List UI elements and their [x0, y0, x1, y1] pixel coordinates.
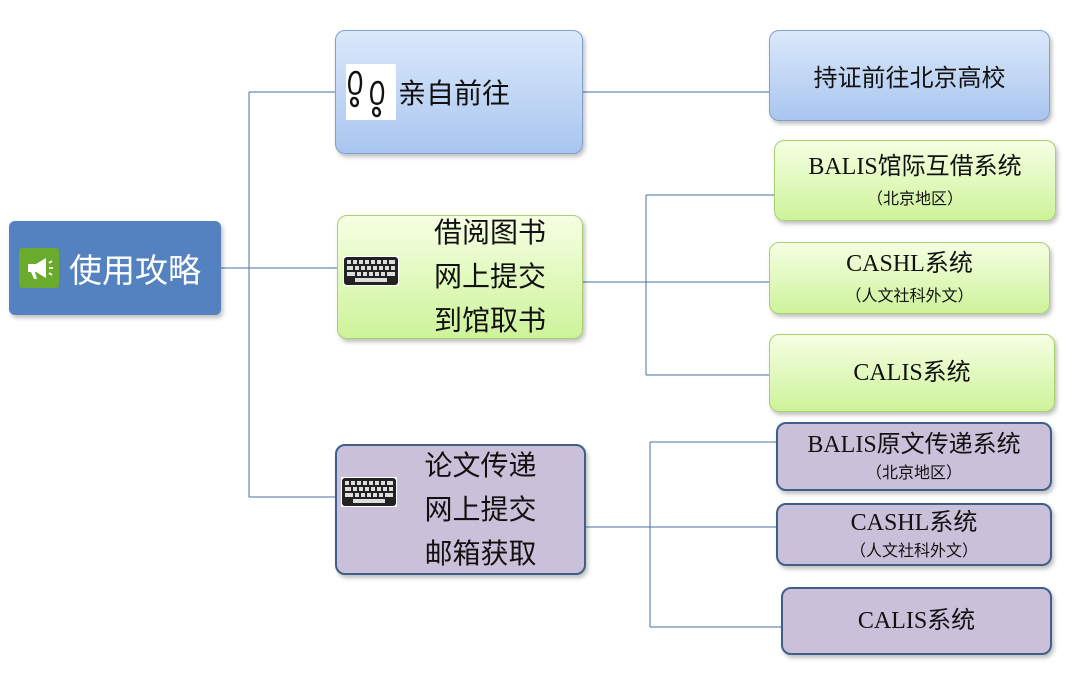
- leaf-visit-beijing-universities: 持证前往北京高校: [769, 30, 1050, 121]
- leaf-subtitle: （北京地区）: [866, 188, 963, 208]
- leaf-calis: CALIS系统: [781, 587, 1052, 655]
- branch-label: 亲自前往: [398, 77, 511, 110]
- keyboard-icon: [343, 256, 399, 286]
- leaf-cashl: CASHL系统 （人文社科外文）: [776, 503, 1052, 566]
- root-node: 使用攻略: [9, 221, 221, 315]
- leaf-cashl: CASHL系统 （人文社科外文）: [769, 242, 1050, 314]
- branch-label-line: 到馆取书: [433, 304, 546, 337]
- leaf-subtitle: （北京地区）: [865, 462, 962, 482]
- branch-label-line: 网上提交: [433, 260, 546, 293]
- branch-label-line: 论文传递: [424, 448, 537, 482]
- leaf-title: CASHL系统: [850, 509, 978, 536]
- leaf-subtitle: （人文社科外文）: [845, 286, 974, 305]
- leaf-balis-ill: BALIS馆际互借系统 （北京地区）: [774, 140, 1056, 221]
- footprints-icon: [346, 64, 396, 120]
- leaf-title: CALIS系统: [853, 360, 971, 386]
- megaphone-icon: [19, 248, 59, 288]
- leaf-title: 持证前往北京高校: [813, 64, 1006, 92]
- keyboard-icon: [341, 477, 397, 507]
- branch-visit-in-person: 亲自前往: [335, 30, 583, 154]
- branch-label-line: 借阅图书: [433, 216, 546, 249]
- leaf-balis-document-delivery: BALIS原文传递系统 （北京地区）: [776, 422, 1052, 491]
- branch-document-delivery: 论文传递 网上提交 邮箱获取: [335, 444, 586, 575]
- leaf-calis: CALIS系统: [769, 334, 1055, 412]
- leaf-title: CASHL系统: [846, 251, 973, 277]
- leaf-subtitle: （人文社科外文）: [849, 540, 978, 560]
- leaf-title: BALIS原文传递系统: [807, 431, 1021, 458]
- leaf-title: CALIS系统: [857, 608, 976, 634]
- branch-label-line: 网上提交: [424, 492, 537, 526]
- leaf-title: BALIS馆际互借系统: [808, 153, 1022, 180]
- branch-label-line: 邮箱获取: [424, 536, 537, 570]
- root-label: 使用攻略: [69, 251, 201, 290]
